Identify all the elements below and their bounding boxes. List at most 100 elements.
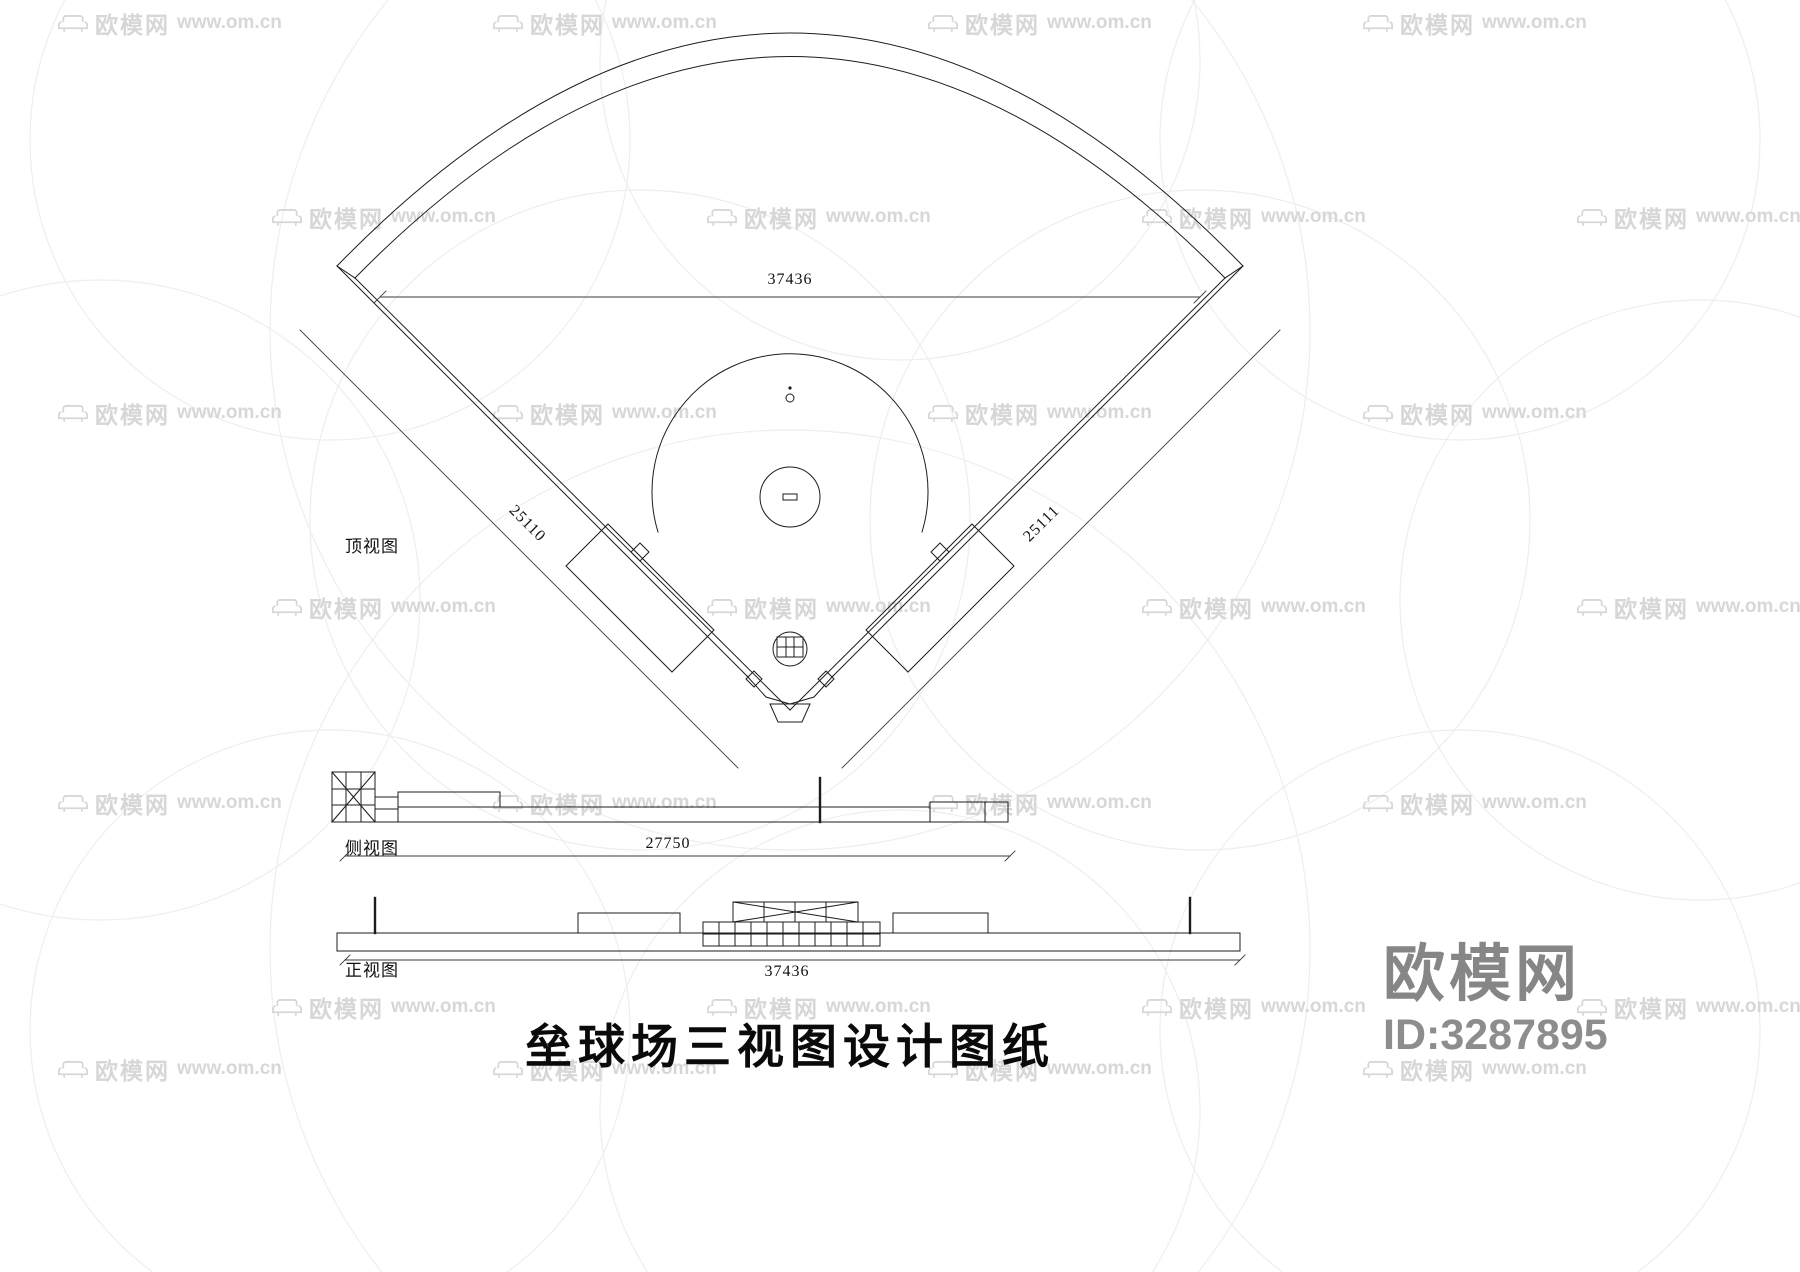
right-foul-line <box>789 277 1226 711</box>
watermark-brand-text: 欧模网 <box>744 996 819 1022</box>
watermark-item: 欧模网 www.om.cn <box>58 786 282 820</box>
watermark-item: 欧模网 www.om.cn <box>58 396 282 430</box>
sofa-icon <box>493 795 523 812</box>
watermark-site-text: www.om.cn <box>1047 792 1152 813</box>
front-view-width-dimension: 37436 <box>764 963 810 980</box>
sofa-icon <box>1577 999 1607 1016</box>
watermark-item: 欧模网 www.om.cn <box>1577 200 1800 234</box>
sofa-icon <box>58 795 88 812</box>
sofa-icon <box>272 999 302 1016</box>
sofa-icon <box>58 15 88 32</box>
watermark-site-text: www.om.cn <box>1482 792 1587 813</box>
sofa-icon <box>493 1061 523 1078</box>
watermark-site-text: www.om.cn <box>1261 206 1366 227</box>
watermark-site-text: www.om.cn <box>177 792 282 813</box>
watermark-site-text: www.om.cn <box>177 1058 282 1079</box>
watermark-brand-text: 欧模网 <box>744 596 819 622</box>
sofa-icon <box>272 599 302 616</box>
watermark-site-text: www.om.cn <box>1482 1058 1587 1079</box>
watermark-brand-text: 欧模网 <box>1614 206 1689 232</box>
watermark-brand-text: 欧模网 <box>530 1058 605 1084</box>
watermark-site-text: www.om.cn <box>1261 596 1366 617</box>
watermark-site-text: www.om.cn <box>612 792 717 813</box>
sofa-icon <box>928 405 958 422</box>
watermark-item: 欧模网 www.om.cn <box>707 200 931 234</box>
outfield-fence-arc <box>354 56 1226 279</box>
watermark-brand-text: 欧模网 <box>1179 596 1254 622</box>
watermark-brand-text: 欧模网 <box>965 792 1040 818</box>
watermark-site-text: www.om.cn <box>612 12 717 33</box>
front-view-drawing <box>336 896 1246 966</box>
watermark-brand-text: 欧模网 <box>95 12 170 38</box>
watermark-brand-text: 欧模网 <box>1614 596 1689 622</box>
sofa-icon <box>272 209 302 226</box>
brand-id-text: ID:3287895 <box>1383 1011 1608 1059</box>
watermark-site-text: www.om.cn <box>826 996 931 1017</box>
sofa-icon <box>1577 599 1607 616</box>
watermark-site-text: www.om.cn <box>391 596 496 617</box>
sheet-title: 垒球场三视图设计图纸 <box>525 1022 1055 1074</box>
dugout-right <box>865 523 1015 673</box>
watermark-brand-text: 欧模网 <box>309 206 384 232</box>
watermark-site-text: www.om.cn <box>826 596 931 617</box>
sofa-icon <box>58 1061 88 1078</box>
dugout-left <box>565 523 715 673</box>
sofa-icon <box>1363 15 1393 32</box>
sofa-icon <box>928 1061 958 1078</box>
watermark-item: 欧模网 www.om.cn <box>707 590 931 624</box>
watermark-site-text: www.om.cn <box>1047 12 1152 33</box>
watermark-site-text: www.om.cn <box>1696 996 1800 1017</box>
watermark-site-text: www.om.cn <box>1696 206 1800 227</box>
brand-name-text: 欧模网 <box>1383 940 1582 1009</box>
watermark-site-text: www.om.cn <box>826 206 931 227</box>
watermark-site-text: www.om.cn <box>1482 12 1587 33</box>
watermark-brand-text: 欧模网 <box>1179 996 1254 1022</box>
watermark-item: 欧模网 www.om.cn <box>1142 590 1366 624</box>
watermark-site-text: www.om.cn <box>391 996 496 1017</box>
watermark-brand-text: 欧模网 <box>1400 792 1475 818</box>
watermark-brand-text: 欧模网 <box>530 402 605 428</box>
sofa-icon <box>1363 405 1393 422</box>
base-left <box>630 542 650 562</box>
top-view-width-dimension: 37436 <box>767 271 813 288</box>
infield-arc <box>651 353 929 533</box>
watermark-site-text: www.om.cn <box>177 402 282 423</box>
watermark-site-text: www.om.cn <box>1047 402 1152 423</box>
sofa-icon <box>1142 599 1172 616</box>
left-foul-line <box>354 277 791 711</box>
watermark-site-text: www.om.cn <box>391 206 496 227</box>
sofa-icon <box>707 209 737 226</box>
watermark-brand-text: 欧模网 <box>95 402 170 428</box>
watermark-item: 欧模网 www.om.cn <box>707 990 931 1024</box>
sofa-icon <box>1363 1061 1393 1078</box>
top-view-label: 顶视图 <box>345 537 399 556</box>
top-view-drawing <box>299 32 1281 769</box>
watermark-brand-text: 欧模网 <box>95 792 170 818</box>
home-plate-circle <box>772 631 808 667</box>
watermark-site-text: www.om.cn <box>177 12 282 33</box>
side-view-drawing <box>331 771 1016 862</box>
watermark-item: 欧模网 www.om.cn <box>272 200 496 234</box>
sofa-icon <box>1142 209 1172 226</box>
watermark-item: 欧模网 www.om.cn <box>1363 786 1587 820</box>
watermark-site-text: www.om.cn <box>612 402 717 423</box>
sofa-icon <box>1577 209 1607 226</box>
sofa-icon <box>707 999 737 1016</box>
watermark-brand-text: 欧模网 <box>744 206 819 232</box>
watermark-brand-text: 欧模网 <box>1400 402 1475 428</box>
